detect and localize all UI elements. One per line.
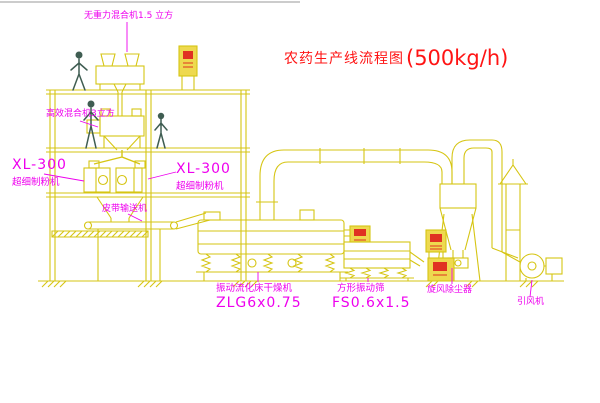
label-mill-left-name: 超细制粉机 (12, 177, 60, 188)
label-top-mixer: 无重力混合机1.5 立方 (84, 11, 174, 21)
annotation-leader-lines (43, 22, 533, 298)
sieve-feed-box (349, 225, 371, 243)
high-efficiency-mixer (86, 108, 145, 151)
control-cabinet-mid (425, 229, 447, 258)
label-sieve-name: 方形振动筛 (337, 283, 385, 294)
exhaust-stack (498, 159, 528, 281)
platform-hatch (51, 230, 149, 238)
label-cyclone: 旋风除尘器 (427, 285, 473, 295)
gravity-mixer (95, 53, 145, 116)
label-mill-center-model: XL-300 (176, 161, 231, 177)
belt-conveyor (83, 212, 211, 281)
fluid-bed-dryer (196, 209, 350, 281)
title-text: 农药生产线流程图 (284, 51, 404, 67)
label-fan: 引风机 (517, 297, 545, 307)
induced-draft-fan (518, 253, 564, 282)
label-dryer-name: 振动流化床干燥机 (216, 283, 293, 294)
control-cabinet-top (177, 45, 199, 91)
title-capacity: (500kg/h) (406, 46, 509, 70)
label-sieve-model: FS0.6x1.5 (332, 295, 411, 311)
label-mill-center-name: 超细制粉机 (176, 181, 224, 192)
label-high-eff-mixer: 高效混合机3立方 (46, 109, 115, 119)
label-belt-conveyor: 皮带输送机 (102, 204, 148, 214)
mill-left (83, 160, 111, 193)
ground-line (38, 280, 564, 288)
worker-floor2-right-figure (154, 112, 168, 149)
label-dryer-model: ZLG6x0.75 (216, 295, 302, 311)
label-mill-left-model: XL-300 (12, 157, 67, 173)
control-cabinet-low (427, 257, 455, 282)
collecting-hopper (96, 196, 144, 222)
building-frame (46, 89, 250, 281)
vibrating-sieve (340, 225, 425, 281)
worker-roof-figure (70, 51, 88, 91)
mill-right (115, 160, 146, 193)
diagram-title: 农药生产线流程图 (500kg/h) (284, 46, 508, 70)
worker-floor2-left-figure (83, 100, 99, 149)
cyclone-outlet-duct (451, 139, 521, 263)
exhaust-duct-main (256, 148, 453, 220)
